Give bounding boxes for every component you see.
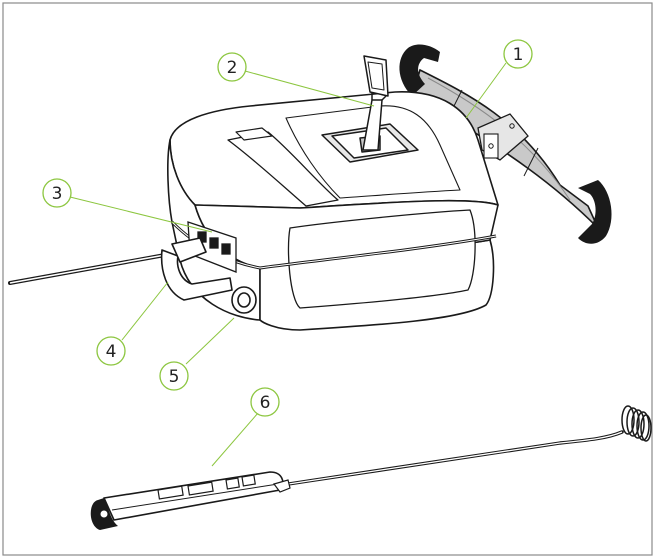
callout-1: 1 bbox=[503, 39, 533, 69]
adjustment-knob bbox=[231, 286, 257, 314]
callout-2-number: 2 bbox=[227, 58, 238, 78]
callout-5-number: 5 bbox=[169, 367, 180, 387]
callout-6-number: 6 bbox=[260, 393, 271, 413]
leader-4 bbox=[121, 281, 169, 341]
coiled-cable bbox=[621, 405, 652, 442]
remote-button-2 bbox=[187, 481, 214, 496]
device-body bbox=[167, 91, 499, 331]
callout-3: 3 bbox=[42, 178, 72, 208]
callout-6: 6 bbox=[250, 387, 280, 417]
leader-6 bbox=[211, 412, 259, 467]
strap-end-right bbox=[578, 180, 612, 244]
callout-2: 2 bbox=[217, 52, 247, 82]
leader-1 bbox=[465, 62, 507, 119]
callout-4: 4 bbox=[96, 336, 126, 366]
leader-lines bbox=[69, 62, 507, 467]
callout-3-number: 3 bbox=[52, 184, 63, 204]
callout-1-number: 1 bbox=[513, 45, 524, 65]
callout-4-number: 4 bbox=[106, 342, 117, 362]
top-handle bbox=[321, 55, 419, 163]
remote-button-1 bbox=[157, 485, 184, 500]
remote-button-3 bbox=[225, 477, 240, 490]
leader-3 bbox=[69, 196, 213, 233]
cable-holder bbox=[160, 237, 233, 301]
hand-control-body bbox=[103, 471, 284, 521]
remote-button-4 bbox=[241, 474, 256, 487]
leader-5 bbox=[185, 317, 235, 365]
hand-control bbox=[90, 405, 652, 530]
strap-end-left bbox=[399, 44, 440, 96]
callout-5: 5 bbox=[159, 361, 189, 391]
leader-2 bbox=[244, 70, 375, 107]
